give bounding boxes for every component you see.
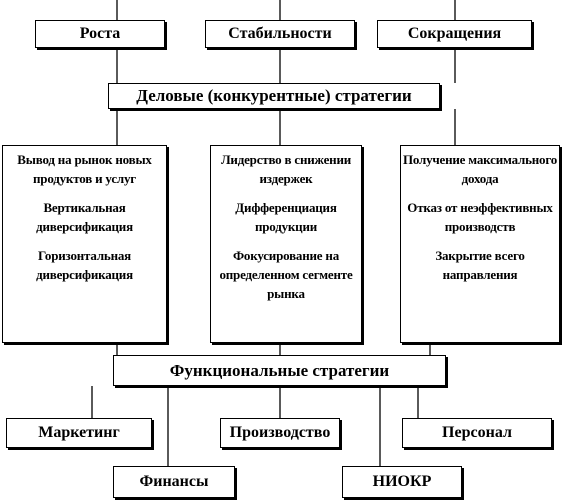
function-production: Производство	[220, 418, 340, 448]
functional-strategies-box: Функциональные стратегии	[113, 355, 446, 386]
column-reduction-strategies: Получение максимального дохода Отказ от …	[400, 145, 560, 343]
strategy-growth: Роста	[35, 20, 165, 48]
column-growth-strategies: Вывод на рынок новых продуктов и услуг В…	[2, 145, 167, 343]
business-strategies-box: Деловые (конкурентные) стратегии	[108, 83, 440, 109]
function-finance: Финансы	[113, 466, 235, 498]
strategy-item: Получение максимального дохода	[402, 152, 558, 186]
function-personnel: Персонал	[402, 418, 552, 448]
strategy-item: Дифференциация продукции	[235, 200, 337, 234]
strategy-item: Фокусирование на определенном сегменте р…	[219, 248, 353, 301]
strategy-item: Лидерство в снижении издержек	[220, 152, 352, 186]
strategy-item: Горизонтальная диверсификация	[36, 248, 133, 282]
column-competitive-strategies: Лидерство в снижении издержек Дифференци…	[210, 145, 362, 343]
strategy-item: Вертикальная диверсификация	[36, 200, 133, 234]
strategy-stability: Стабильности	[205, 20, 355, 48]
strategy-item: Вывод на рынок новых продуктов и услуг	[17, 152, 152, 186]
function-rnd: НИОКР	[342, 466, 462, 498]
strategy-item: Закрытие всего направления	[435, 248, 525, 282]
strategy-reduction: Сокращения	[377, 20, 532, 48]
strategy-item: Отказ от неэффективных производств	[407, 200, 553, 234]
function-marketing: Маркетинг	[6, 418, 152, 448]
